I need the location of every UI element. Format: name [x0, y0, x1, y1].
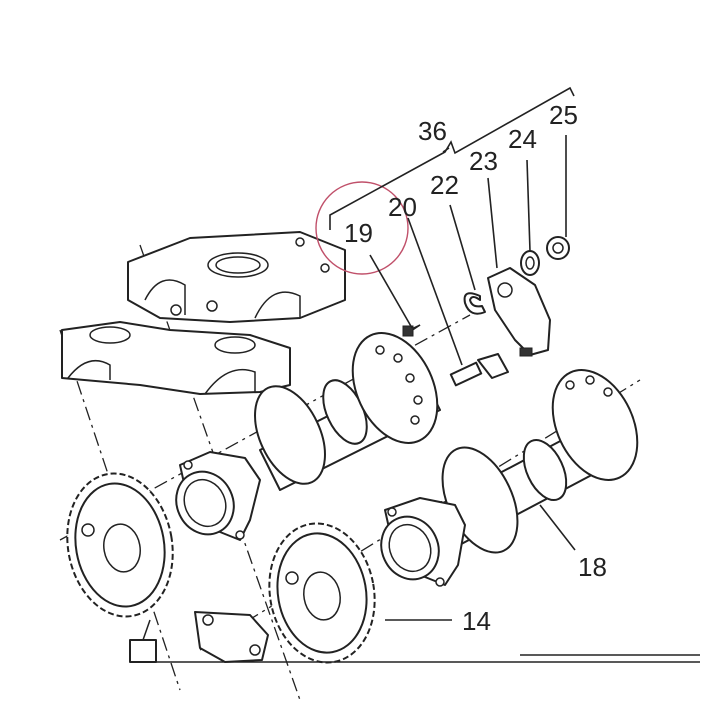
callout-20: 20: [388, 192, 417, 222]
bolt: [129, 619, 157, 663]
bearing-housing-upper: [175, 451, 261, 541]
circlip-22: [463, 292, 486, 315]
cam-sprocket-left: [66, 472, 174, 618]
callout-36: 36: [418, 116, 447, 146]
bolt-19: [402, 324, 421, 337]
callout-22: 22: [430, 170, 459, 200]
camshaft-cap-block-upper: [127, 231, 346, 323]
gasket-plate: [194, 611, 269, 663]
camshaft-upper: [254, 324, 441, 491]
timing-plate-23: [487, 267, 551, 357]
cam-sprocket-14: [268, 522, 376, 664]
highlight-circle: [315, 181, 409, 275]
callout-18: 18: [578, 552, 607, 582]
callout-24: 24: [508, 124, 537, 154]
sensor-20: [449, 353, 509, 387]
base-outline: [140, 654, 700, 663]
callout-19: 19: [344, 218, 373, 248]
kit-bracket-36: [329, 86, 575, 230]
leader-lines: [369, 135, 576, 621]
callout-14: 14: [462, 606, 491, 636]
callout-25: 25: [549, 100, 578, 130]
callout-23: 23: [469, 146, 498, 176]
camshaft-cap-block-lower: [61, 321, 291, 395]
bearing-housing-lower: [380, 497, 466, 587]
